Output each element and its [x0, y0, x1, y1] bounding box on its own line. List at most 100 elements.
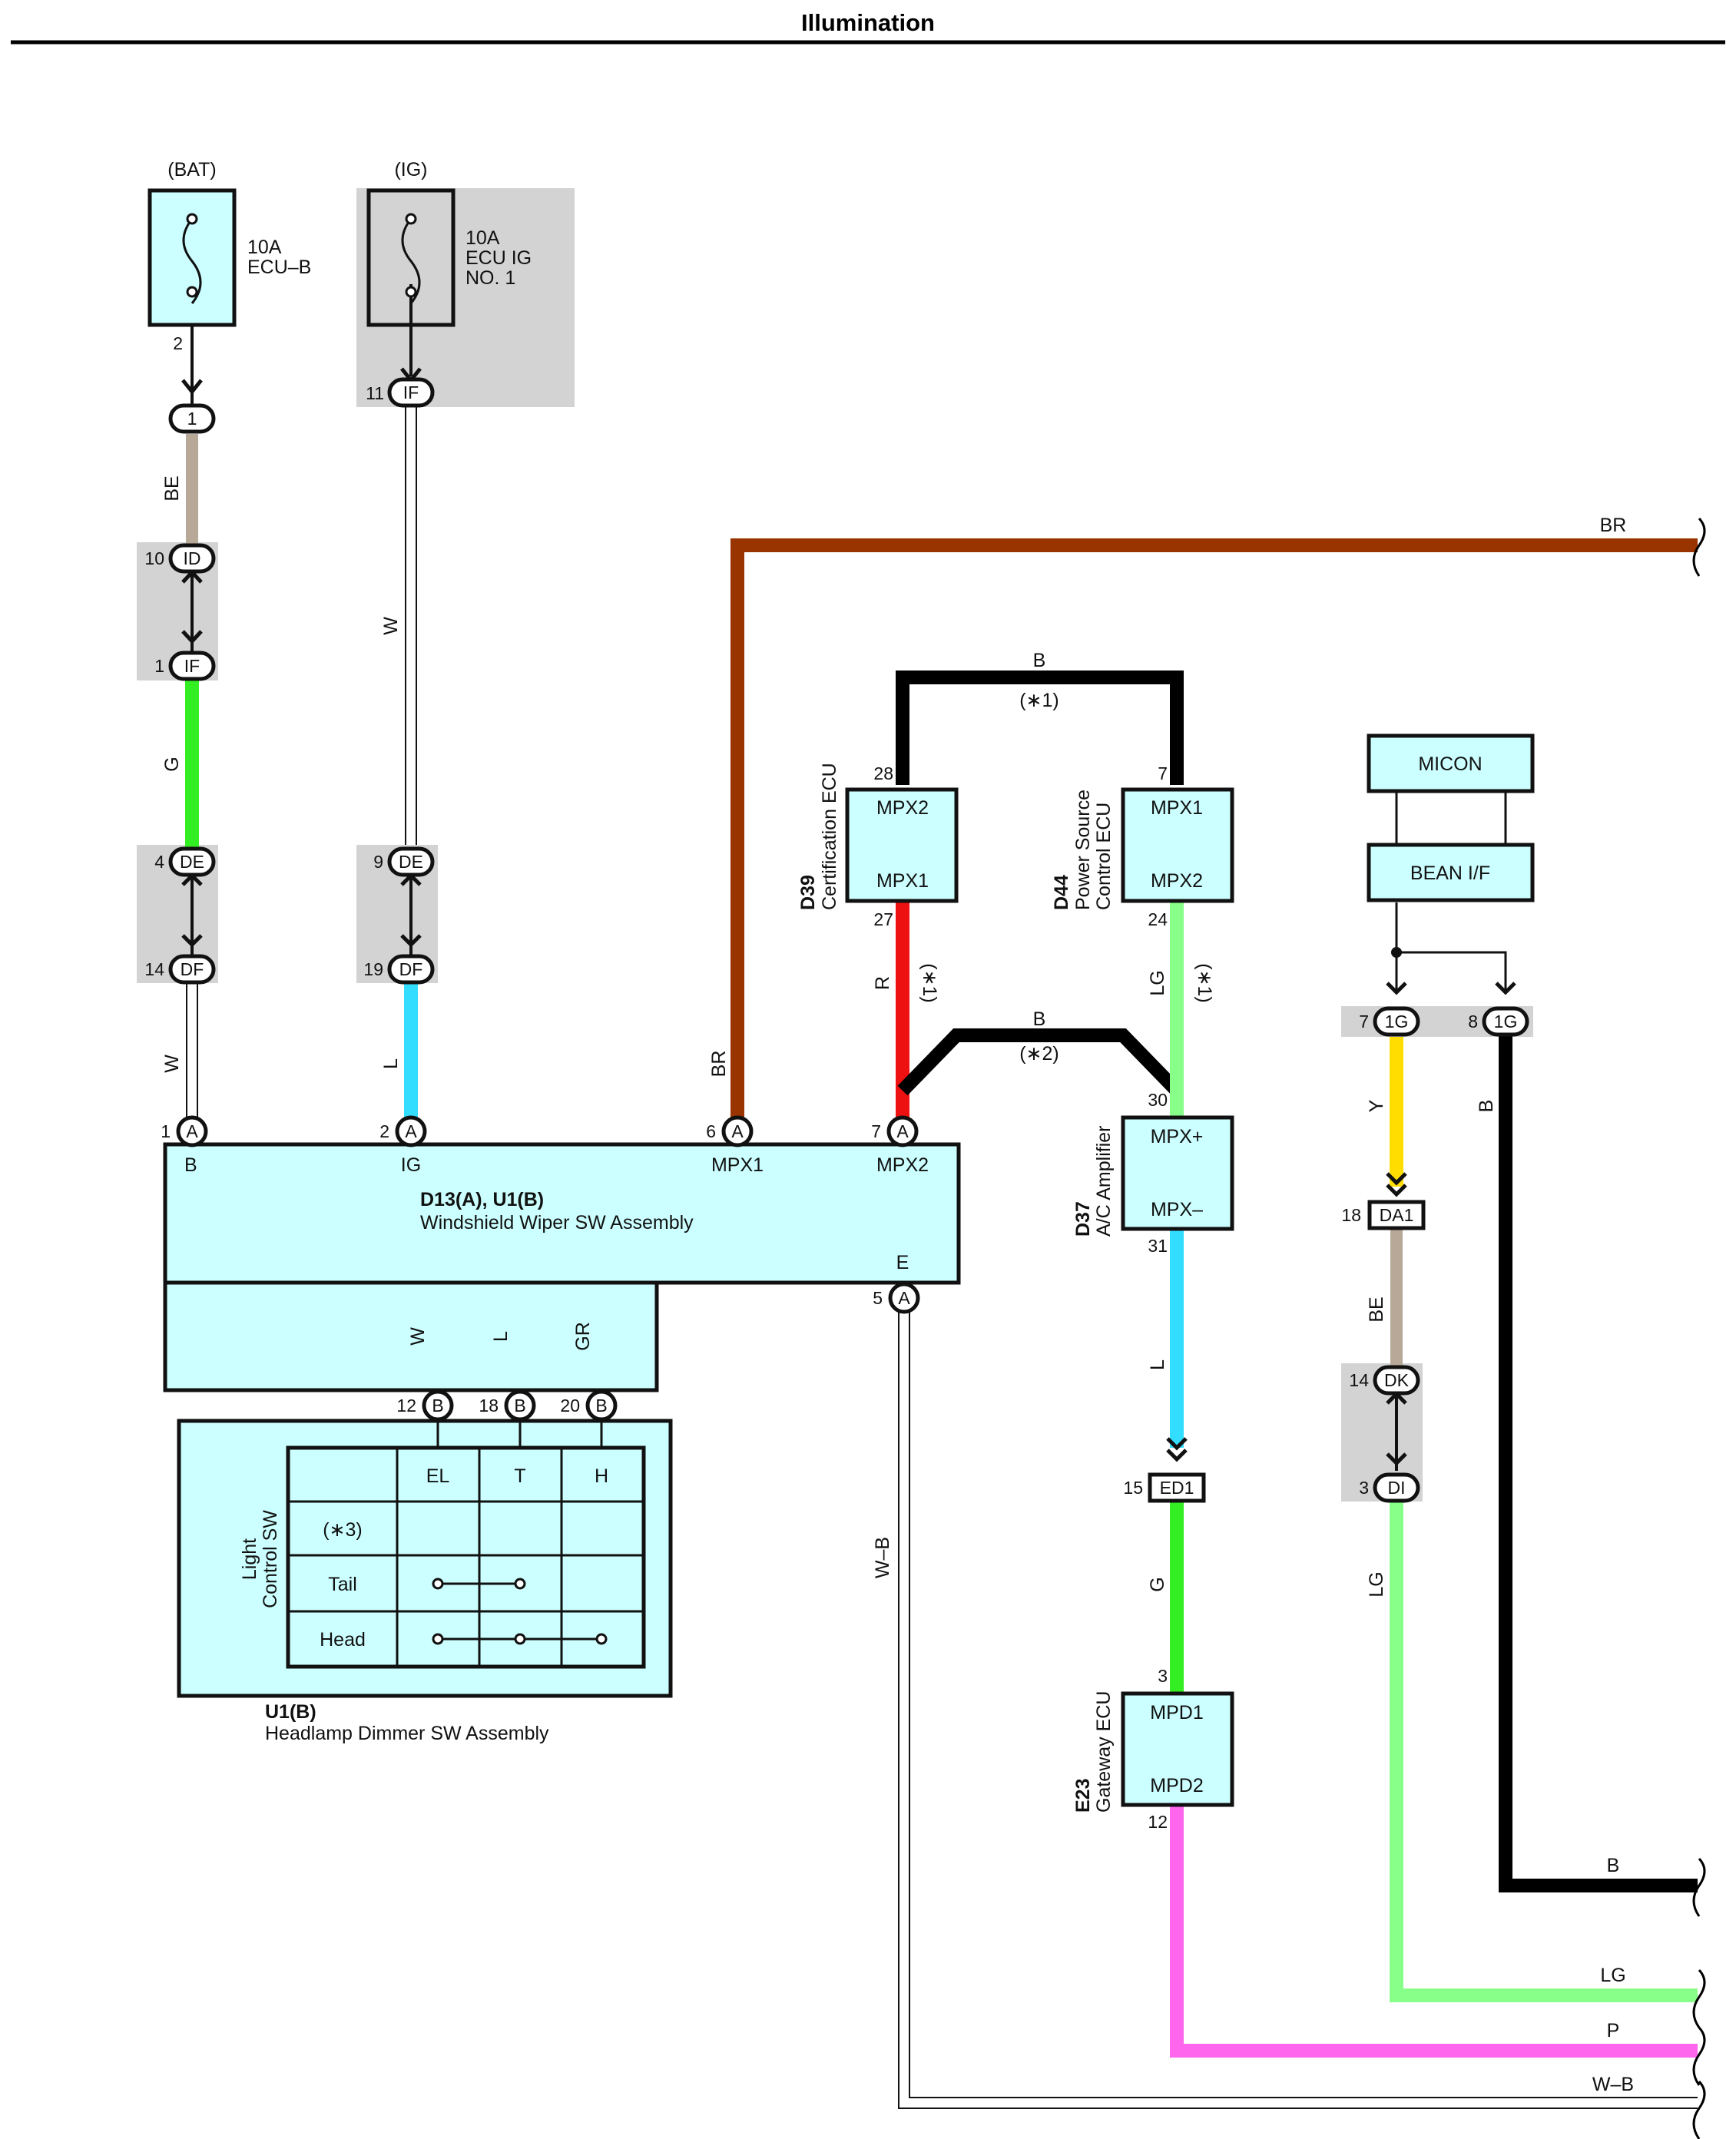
pin-label: 27: [873, 909, 893, 929]
wire-lg-right: [1390, 1502, 1698, 2002]
row-star3: (∗3): [323, 1519, 363, 1541]
terminal-b: B: [184, 1154, 197, 1176]
svg-text:A: A: [896, 1121, 909, 1141]
micon-box: [1367, 733, 1535, 793]
pin-label: 5: [873, 1288, 883, 1308]
wire-label-l-mid: L: [1147, 1359, 1168, 1370]
connector-id: ID: [168, 543, 216, 574]
wire-label-g: G: [161, 757, 183, 771]
bean-label: BEAN I/F: [1410, 863, 1490, 884]
pin-label: 4: [154, 852, 164, 872]
ig-fuse-name-1: ECU IG: [465, 247, 532, 269]
pin-label: 1: [154, 656, 164, 676]
svg-text:DI: DI: [1388, 1478, 1406, 1498]
out-label-p: P: [1607, 2020, 1620, 2041]
pin-label: 10: [144, 548, 164, 568]
wire-label-r: R: [872, 976, 893, 990]
pin-label: 14: [144, 959, 164, 979]
ig-fuse-name-2: NO. 1: [465, 267, 515, 289]
connector-df: DF: [168, 954, 216, 985]
wire-b-right: [1499, 1033, 1698, 1892]
d37-id: D37: [1072, 1201, 1094, 1237]
row-head: Head: [320, 1629, 366, 1651]
wire-label-note-1c: (∗1): [1194, 963, 1215, 1003]
e23-t1: MPD1: [1150, 1702, 1203, 1723]
pin-label: 14: [1349, 1370, 1369, 1390]
d44-name-1: Power Source: [1072, 790, 1094, 910]
svg-text:1G: 1G: [1494, 1012, 1518, 1031]
pin-a-6: A: [721, 1115, 754, 1147]
e23-name: Gateway ECU: [1093, 1691, 1115, 1813]
pin-a-1: A: [176, 1115, 208, 1147]
pin-label: 7: [871, 1121, 881, 1141]
out-label-w-b: W–B: [1592, 2074, 1634, 2095]
wire-label-l-left: L: [380, 1058, 402, 1069]
head-contacts: [432, 1633, 608, 1645]
connector-dk: DK: [1373, 1365, 1420, 1396]
dimmer-name: Headlamp Dimmer SW Assembly: [265, 1723, 549, 1744]
connector-di: DI: [1373, 1472, 1420, 1503]
wire-label-note-1b: (∗1): [919, 963, 940, 1003]
d39-name: Certification ECU: [819, 763, 840, 910]
connector-if-2: IF: [387, 377, 435, 408]
col-t: T: [514, 1465, 525, 1487]
wire-label-b-top: B: [1033, 650, 1046, 671]
svg-text:A: A: [898, 1288, 910, 1308]
wiper-name: Windshield Wiper SW Assembly: [420, 1212, 694, 1233]
wire-label-b-mid: B: [1033, 1008, 1046, 1030]
dimmer-id: U1(B): [265, 1701, 316, 1723]
svg-text:B: B: [595, 1396, 607, 1416]
row-tail: Tail: [328, 1574, 357, 1595]
wire-label-note-1a: (∗1): [1019, 690, 1059, 711]
wire-label-be: BE: [161, 475, 183, 501]
d39-t2: MPX1: [876, 870, 929, 892]
svg-text:B: B: [432, 1396, 443, 1416]
svg-text:DF: DF: [181, 959, 204, 979]
pin-label: 28: [873, 763, 893, 783]
svg-text:A: A: [731, 1121, 744, 1141]
pin-label: 12: [396, 1396, 416, 1416]
svg-text:IF: IF: [184, 656, 200, 676]
ig-fuse-amp: 10A: [465, 227, 500, 249]
switch-table: [286, 1445, 646, 1669]
bean-box: [1367, 843, 1535, 902]
ig-fuse-shade: [356, 188, 575, 407]
svg-text:DE: DE: [399, 852, 423, 872]
terminal-mpx2: MPX2: [876, 1154, 929, 1176]
pin-label: 11: [366, 383, 384, 403]
connector-1g-8: 1G: [1482, 1006, 1529, 1037]
terminal-mpx1: MPX1: [711, 1154, 764, 1176]
col-el: EL: [426, 1465, 450, 1487]
d44-id: D44: [1051, 875, 1072, 910]
pin-a-5: A: [888, 1282, 920, 1314]
pin-label: 9: [373, 852, 383, 872]
pin-label: 6: [706, 1121, 716, 1141]
pin-label: 30: [1148, 1090, 1168, 1110]
col-h: H: [595, 1465, 608, 1487]
out-label-b: B: [1607, 1855, 1620, 1876]
side-label-2: Control SW: [260, 1510, 281, 1608]
pin-a-2: A: [395, 1115, 427, 1147]
svg-text:DE: DE: [180, 852, 204, 872]
terminal-ig: IG: [401, 1154, 421, 1176]
pin-label: 15: [1123, 1478, 1143, 1498]
pin-label: 3: [1359, 1478, 1369, 1498]
wire-label-lg-right: LG: [1366, 1571, 1387, 1597]
wiper-sw-sub-box: [163, 1280, 659, 1392]
pin-label: 18: [479, 1396, 499, 1416]
svg-text:1: 1: [187, 409, 197, 429]
arrowheads: [181, 367, 1516, 1466]
d37-t2: MPX–: [1151, 1199, 1203, 1220]
pin-b-12: B: [422, 1389, 454, 1422]
wire-label-gr: GR: [572, 1322, 594, 1351]
wire-label-l-low: L: [490, 1331, 512, 1342]
connector-1: 1: [168, 403, 216, 434]
pin-label: 1: [161, 1121, 171, 1141]
svg-text:IF: IF: [403, 382, 419, 402]
e23-box: [1121, 1691, 1234, 1807]
tail-contacts: [432, 1578, 526, 1590]
bat-fuse-name: ECU–B: [247, 257, 311, 278]
svg-text:B: B: [514, 1396, 525, 1416]
d37-t1: MPX+: [1151, 1126, 1204, 1147]
